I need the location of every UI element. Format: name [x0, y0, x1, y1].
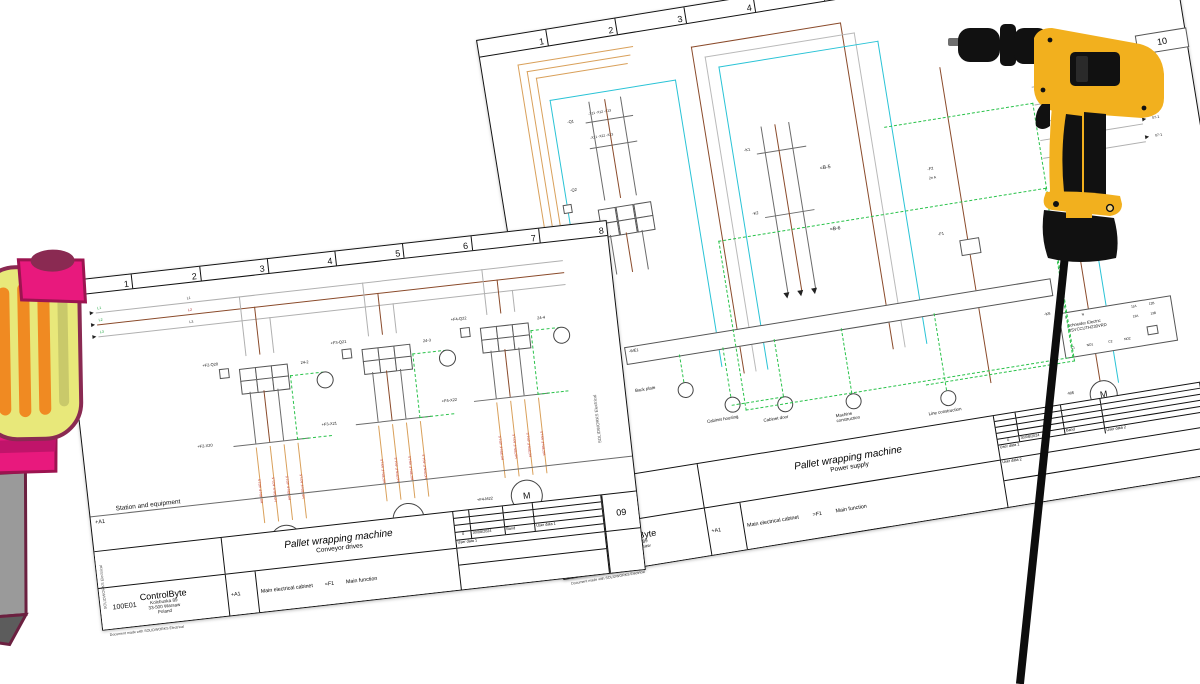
flat-screwdriver: [0, 249, 88, 647]
front-page-number: 09: [615, 506, 627, 518]
b1-drop-3: [269, 317, 275, 354]
pe-symbol-1: [676, 380, 695, 400]
b2-cable-name-2: H07RN-F 4G1,5: [393, 457, 401, 483]
breaker-label-2: +F3-Q21: [330, 338, 347, 346]
front-col-5: 5: [335, 243, 405, 266]
terminal-11A: 11A: [1130, 303, 1137, 309]
b2-out-1: [372, 372, 379, 422]
front-side-text: SOLIDWORKS Electrical: [591, 394, 603, 444]
b3-breaker-f: [512, 334, 532, 351]
b1-cable-name-3: H07RN-F 4G1,5: [285, 475, 292, 501]
b2-out-2: [385, 370, 393, 421]
pe-label-3: Cabinet door: [763, 413, 789, 423]
b3-aux: [459, 326, 471, 339]
terminal-small-q2: [562, 203, 573, 215]
front-location-code: +A1: [225, 571, 261, 616]
rear-location-desc: Main electrical cabinet: [746, 514, 800, 529]
b1-cable-name-4: H07RN-F 4G1,5: [299, 473, 306, 499]
device-label-k2: -K2: [751, 210, 759, 217]
b2-cable-name-4: H07RN-F 4G1,5: [421, 454, 429, 479]
controller-block[interactable]: Schneider Electric RSVCCUTH230VRD L N 11…: [1058, 295, 1179, 359]
contactor-label-3: +F4-X22: [441, 396, 458, 404]
b2-drop-2: [377, 292, 383, 335]
pe-label-2: Cabinet housing: [706, 413, 739, 424]
front-function-code: =F1: [324, 580, 335, 588]
b1-out-1: [249, 391, 257, 444]
coil-symbol: [1146, 324, 1159, 336]
terminal-NO1: NO1: [1086, 342, 1094, 348]
b1-ground-ref: 24-2: [300, 359, 309, 366]
rear-col-4: 4: [684, 0, 757, 24]
rear-titleblock: Pallet wrapping machine Power supply 0 3…: [549, 375, 1200, 579]
rear-function-text: Main function: [835, 503, 868, 515]
b1-cable-name-2: H07RN-F 4G1,5: [271, 477, 278, 502]
breaker-label-3: +F4-Q22: [450, 315, 467, 323]
pe-label-4: Machine construction: [835, 410, 861, 424]
b2-drop-3: [392, 303, 397, 334]
pe-symbol-5: [939, 388, 958, 408]
b2-drop-1: [362, 282, 370, 337]
contactor-label-2: +F3-X21: [321, 420, 338, 428]
b1-drop-2: [254, 306, 261, 355]
terminal-12A: 12A: [1132, 313, 1139, 319]
front-page-number-2: [606, 528, 644, 573]
device-label-q1: -Q1: [566, 118, 575, 125]
rear-col-2: 2: [546, 18, 619, 46]
b3-cable-name-2: H07RN-F 4G1,5: [511, 433, 519, 459]
device-label-q2: -Q2: [569, 186, 578, 193]
terminal-12B: 12B: [1148, 300, 1155, 306]
terminal-NO2: NO2: [1123, 336, 1131, 342]
front-location-desc: Main electrical cabinet: [260, 582, 314, 595]
b1-aux: [218, 368, 230, 380]
device-label-m6: -M6: [1066, 389, 1075, 397]
contactor-label-1: +F2-X20: [197, 442, 213, 450]
terminal-C2: C2: [1108, 339, 1113, 344]
b2-aux: [341, 348, 353, 360]
terminal-N: N: [1081, 312, 1085, 317]
b2-cable-name-1: H07RN-F 4G1,5: [379, 458, 387, 484]
pe-symbol-4: [844, 392, 863, 411]
b3-out-2: [504, 349, 511, 397]
b3-out-3: [518, 347, 525, 396]
b3-drop-3: [511, 289, 516, 312]
breaker-label-1: +F2-Q20: [202, 361, 219, 368]
cordless-drill: [948, 24, 1164, 262]
fuse-block-5: [617, 217, 638, 236]
b2-cable-name-3: H07RN-F 4G1,5: [407, 455, 415, 481]
b3-cable-name-1: H07RN-F 4G1,5: [497, 435, 505, 461]
b1-breaker-f: [272, 375, 291, 392]
pe-lead-2: [722, 347, 732, 397]
pe-label-1: Back plate: [634, 384, 656, 394]
pe-label-5: Line construction: [928, 406, 962, 417]
b3-drop-2: [496, 279, 502, 314]
rear-col-1: 1: [477, 29, 549, 57]
rear-function-code: =F1: [812, 510, 823, 518]
b2-breaker-f: [394, 355, 414, 372]
device-label-k1: -K1: [743, 146, 751, 153]
b2-ground-ref: 24-3: [422, 337, 432, 344]
motor-label-3: +F4-M22: [476, 495, 494, 503]
b1-drop-1: [238, 296, 247, 357]
front-function-text: Main function: [345, 575, 378, 585]
b2-out-3: [399, 368, 407, 419]
b1-out-2: [263, 390, 271, 443]
b3-cable-name-4: H07RN-F 4G1,5: [539, 430, 547, 456]
b3-cable-name-3: H07RN-F 4G1,5: [525, 432, 533, 458]
b3-out-1: [490, 350, 497, 399]
rear-col-5: 5: [753, 0, 826, 12]
front-col-6: 6: [403, 236, 473, 258]
rear-col-3: 3: [615, 7, 688, 35]
front-col-3: 3: [199, 259, 270, 281]
b1-cable-name-1: H07RN-F 4G1,5: [257, 478, 264, 504]
front-col-4: 4: [267, 251, 337, 273]
fuse-block-6: [635, 214, 656, 233]
b3-ground-ref: 24-4: [536, 314, 546, 321]
b1-out-3: [277, 388, 285, 441]
rear-col-6: 6: [823, 0, 895, 1]
front-col-7: 7: [471, 228, 541, 251]
terminal-13B: 13B: [1150, 310, 1157, 316]
